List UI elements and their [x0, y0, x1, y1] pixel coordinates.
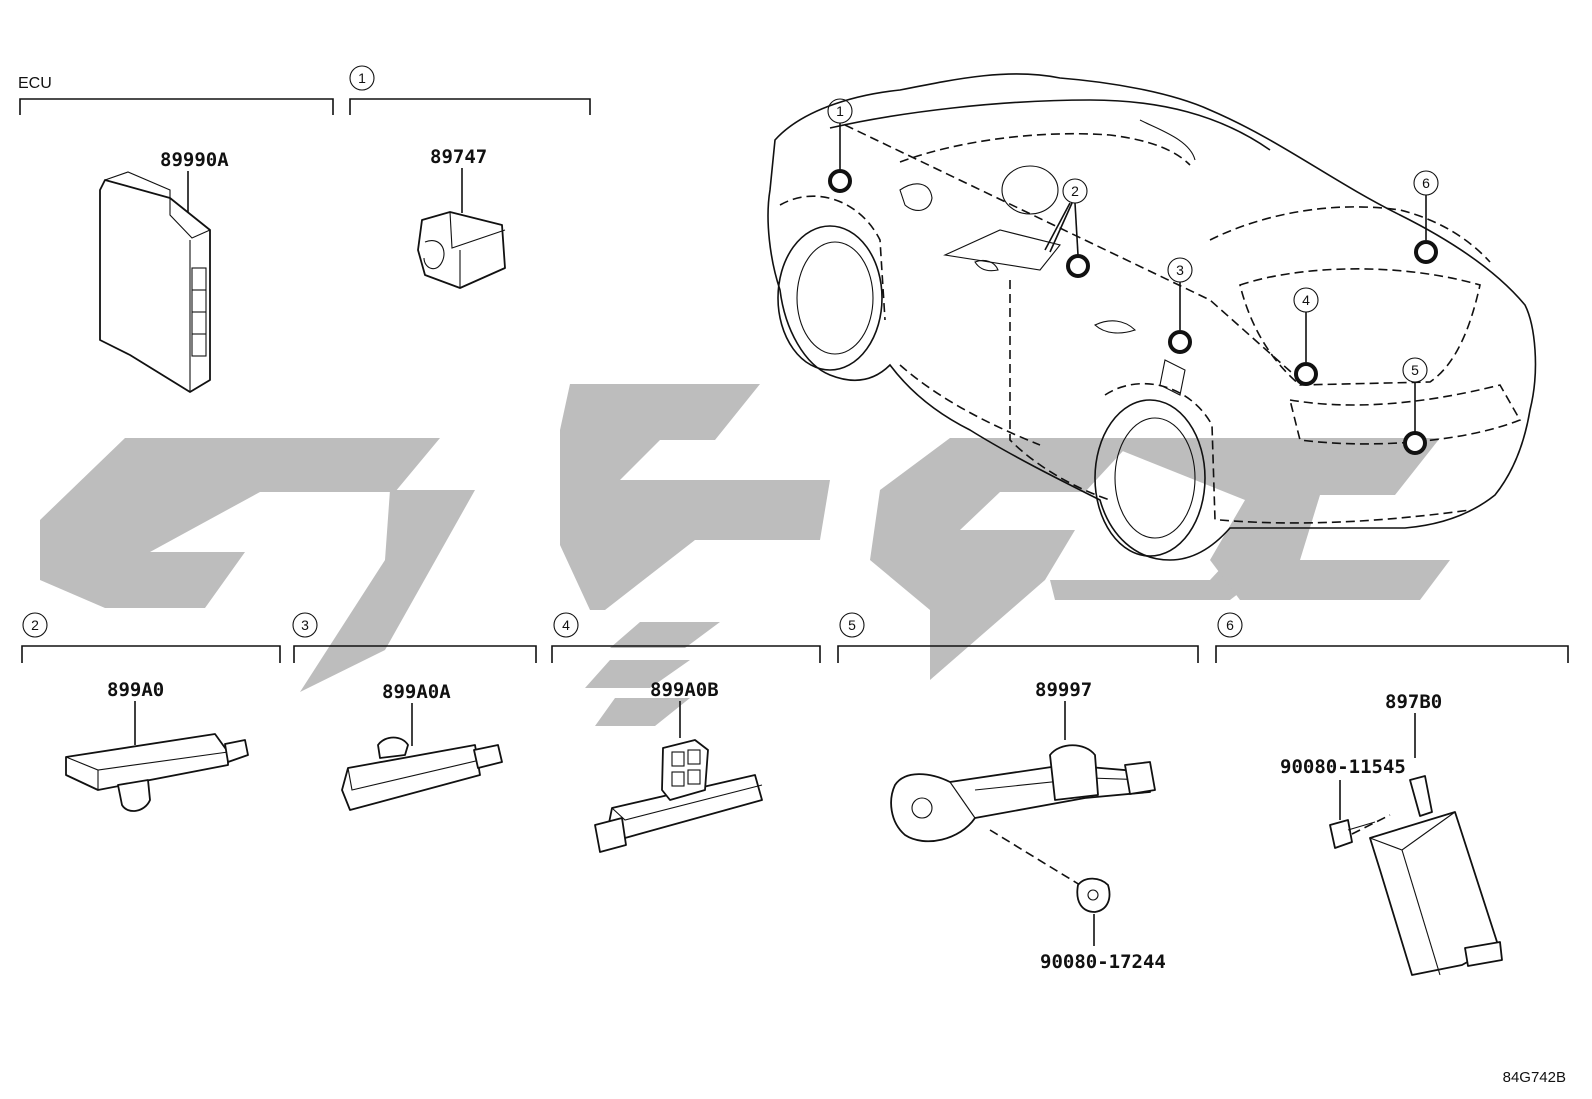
vehicle-interior-line: [844, 124, 1301, 381]
part-number-899A0[interactable]: 899A0: [107, 679, 164, 701]
part-number-ecu[interactable]: 89990A: [160, 149, 229, 171]
part-number-90080-17244[interactable]: 90080-17244: [1040, 951, 1166, 973]
section-6-badge: [1217, 612, 1243, 638]
vehicle-rear-window: [1209, 206, 1491, 263]
vehicle-door-line: [1009, 280, 1111, 501]
section-4: 4 899A0B: [551, 612, 821, 853]
section-4-number: 4: [562, 617, 570, 633]
vehicle-bumper: [1288, 384, 1522, 445]
vehicle-callout-3-number: 3: [1176, 262, 1184, 278]
vehicle-callout-4[interactable]: 4: [1293, 287, 1319, 386]
part-number-897B0[interactable]: 897B0: [1385, 691, 1442, 713]
vehicle-callout-6-number: 6: [1422, 175, 1430, 191]
section-5-bracket: [837, 645, 1199, 663]
section-5-number: 5: [848, 617, 856, 633]
drawing-code: 84G742B: [1503, 1069, 1566, 1086]
vehicle-body-outline: [767, 73, 1537, 561]
part-number-89997[interactable]: 89997: [1035, 679, 1092, 701]
sensor-899A0-drawing[interactable]: [65, 733, 249, 812]
section-3-bracket: [293, 645, 537, 663]
section-5-badge: [839, 612, 865, 638]
section-3-badge: [292, 612, 318, 638]
section-1-bracket: [349, 98, 591, 115]
section-5: 5 89997 90080-17244: [837, 612, 1199, 973]
vehicle-tailgate: [1239, 268, 1481, 386]
section-6-bracket: [1215, 645, 1569, 663]
section-1-number: 1: [358, 70, 366, 86]
section-1-badge: [349, 65, 375, 91]
vehicle-sill: [899, 364, 1041, 446]
section-1: 1 89747: [349, 65, 591, 289]
vehicle-callout-4-number: 4: [1302, 292, 1310, 308]
watermark-logo: [40, 384, 1450, 726]
vehicle-callout-1-number: 1: [836, 103, 844, 119]
vehicle-callout-5-number: 5: [1411, 362, 1419, 378]
section-2-number: 2: [31, 617, 39, 633]
vehicle-roofline: [829, 99, 1271, 151]
bracket-89997-drawing[interactable]: [890, 744, 1156, 843]
nut-90080-17244-drawing[interactable]: [1076, 877, 1111, 913]
sensor-899A0B-drawing[interactable]: [594, 739, 763, 853]
vehicle-drawing: 1 2 3 4 5: [767, 73, 1537, 561]
vehicle-callout-2-number: 2: [1071, 183, 1079, 199]
vehicle-callout-3[interactable]: 3: [1167, 257, 1193, 354]
part-number-89747[interactable]: 89747: [430, 146, 487, 168]
vehicle-callout-6[interactable]: 6: [1413, 170, 1439, 264]
vehicle-rear-wheel: [1094, 382, 1216, 557]
fastener-5-leader: [989, 829, 1081, 886]
fastener-6-leader: [1351, 814, 1391, 835]
part-number-899A0A[interactable]: 899A0A: [382, 681, 451, 703]
section-3-number: 3: [301, 617, 309, 633]
section-ecu: ECU 89990A: [18, 75, 334, 393]
ecu-module-drawing[interactable]: [99, 171, 211, 393]
section-2-badge: [22, 612, 48, 638]
vehicle-callout-1[interactable]: 1: [827, 98, 853, 193]
vehicle-callout-2[interactable]: 2: [1044, 178, 1090, 278]
section-4-badge: [553, 612, 579, 638]
module-897B0-drawing[interactable]: [1369, 775, 1503, 976]
section-6: 6 897B0 90080-11545: [1215, 612, 1569, 976]
section-4-bracket: [551, 645, 821, 663]
section-2: 2 899A0: [21, 612, 281, 812]
section-ecu-title: ECU: [18, 75, 52, 92]
sensor-89747-drawing[interactable]: [417, 211, 506, 289]
part-number-899A0B[interactable]: 899A0B: [650, 679, 719, 701]
vehicle-callout-5[interactable]: 5: [1402, 357, 1428, 455]
section-3: 3 899A0A: [292, 612, 537, 811]
vehicle-front-wheel: [777, 195, 886, 371]
vehicle-lower-line: [1219, 509, 1471, 524]
bolt-90080-11545-drawing[interactable]: [1329, 819, 1376, 849]
part-number-90080-11545[interactable]: 90080-11545: [1280, 756, 1406, 778]
sensor-899A0A-drawing[interactable]: [341, 736, 503, 811]
section-2-bracket: [21, 645, 281, 663]
section-ecu-bracket: [19, 98, 334, 115]
vehicle-windshield: [899, 132, 1191, 166]
section-6-number: 6: [1226, 617, 1234, 633]
vehicle-interior: [899, 119, 1196, 396]
